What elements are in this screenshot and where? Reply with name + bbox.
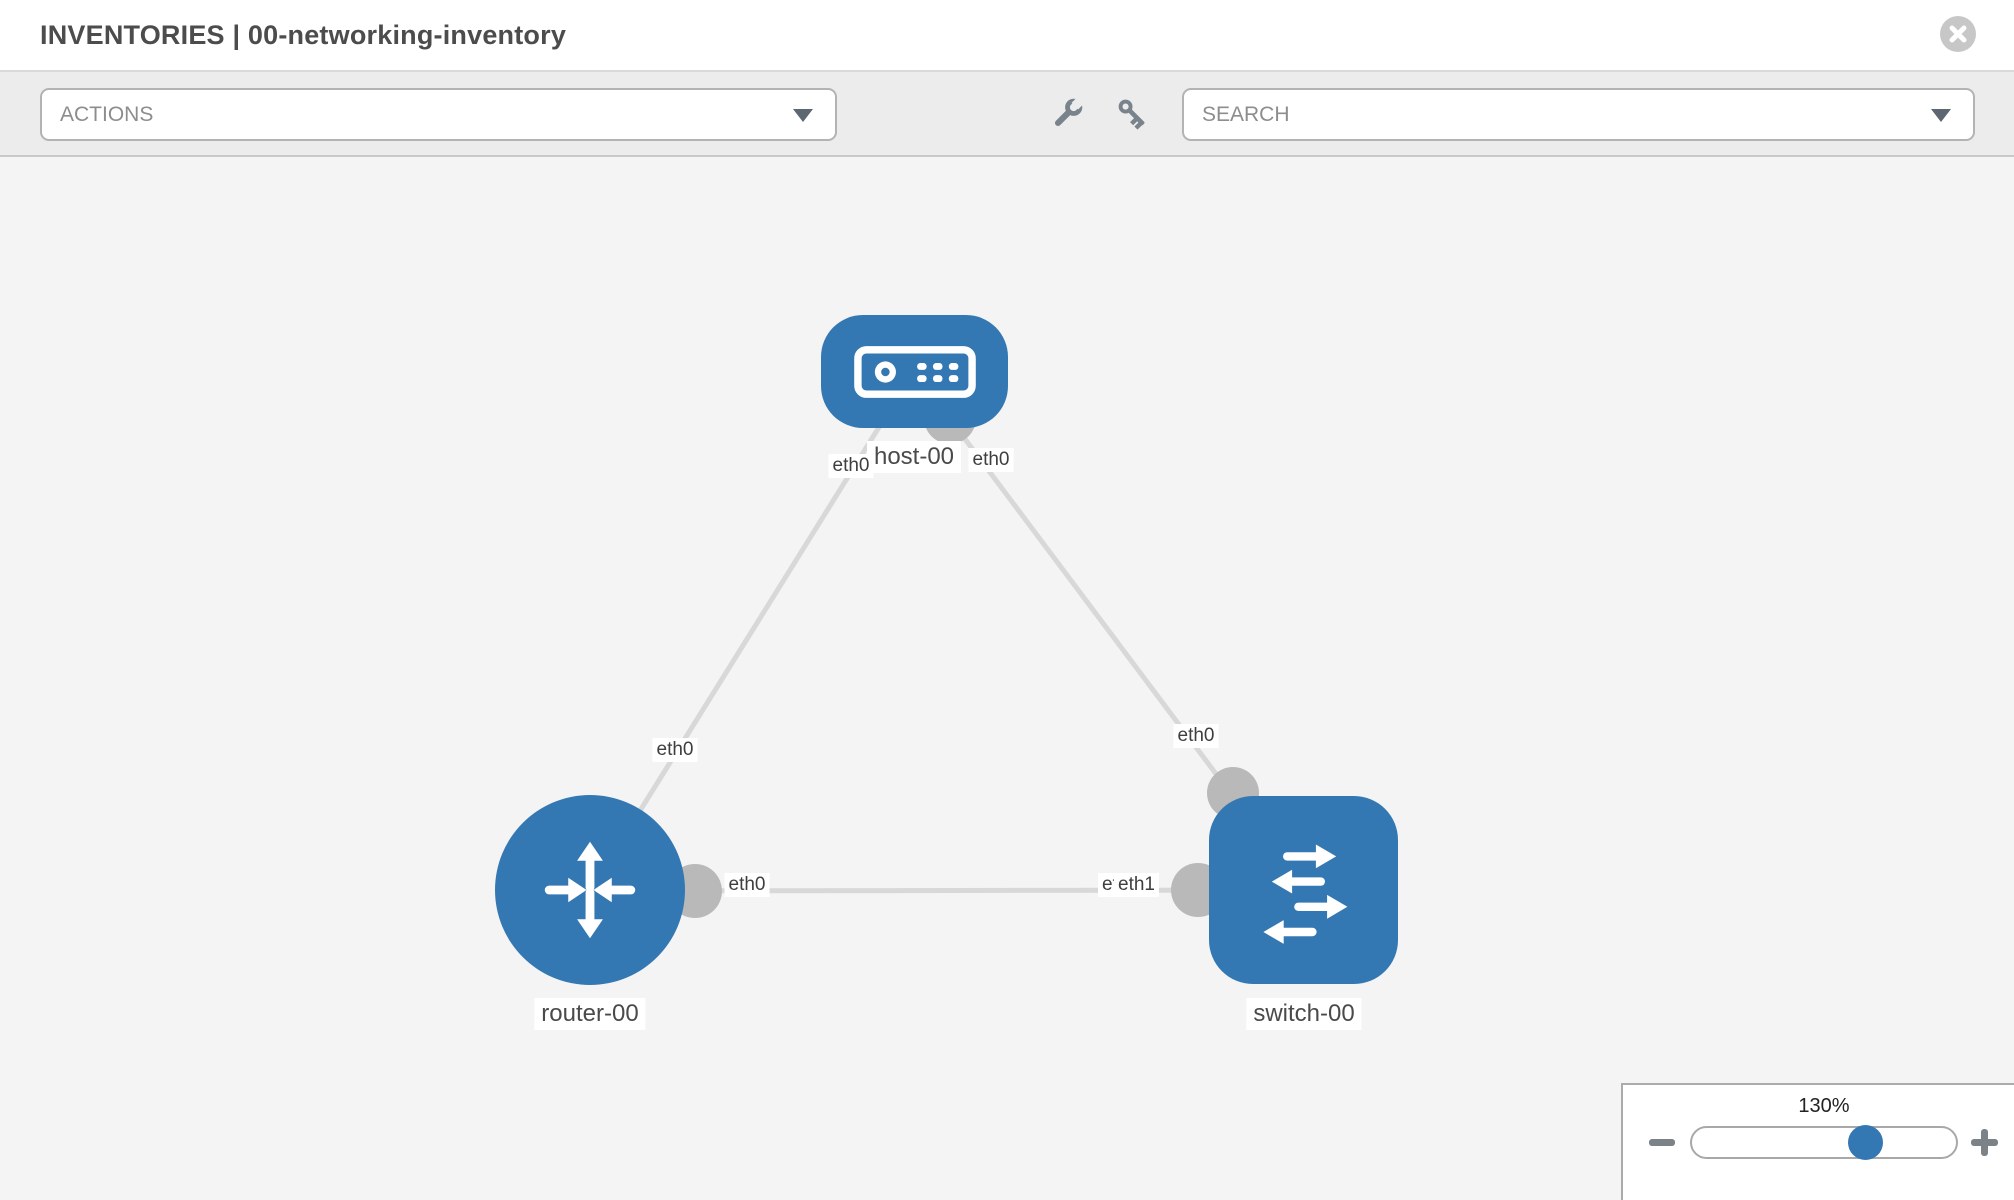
chevron-down-icon: [1931, 109, 1951, 122]
node-host-00[interactable]: [821, 315, 1008, 428]
node-switch-00[interactable]: [1209, 796, 1398, 984]
plus-icon: [1981, 1129, 1988, 1156]
key-icon: [1118, 99, 1145, 130]
zoom-panel: 130%: [1621, 1083, 2014, 1200]
iface-label-switch-eth1: eth1: [1114, 873, 1159, 897]
page-header: INVENTORIES | 00-networking-inventory: [0, 0, 2014, 72]
actions-dropdown[interactable]: ACTIONS: [40, 88, 837, 141]
close-button[interactable]: [1940, 16, 1976, 52]
router-icon: [544, 841, 636, 939]
zoom-slider[interactable]: [1690, 1125, 1958, 1160]
close-icon: [1949, 25, 1967, 43]
zoom-in-button[interactable]: [1971, 1129, 1998, 1156]
node-label-switch: switch-00: [1246, 998, 1362, 1030]
iface-label-switch-eth0: eth0: [1173, 724, 1219, 748]
node-label-host: host-00: [866, 441, 962, 473]
zoom-out-button[interactable]: [1649, 1139, 1675, 1146]
topology-canvas[interactable]: host-00 router-00 switch-00 eth0 eth0 et…: [0, 157, 2014, 1200]
iface-label-router-eth0-top: eth0: [652, 738, 698, 762]
toolbar: ACTIONS: [0, 72, 2014, 157]
search-dropdown-label: SEARCH: [1202, 103, 1290, 126]
chevron-down-icon: [793, 109, 813, 122]
iface-label-host-eth0-left: eth0: [828, 454, 874, 478]
topology-links-layer: [587, 369, 1306, 918]
switch-icon: [1262, 844, 1347, 944]
node-router-00[interactable]: [495, 795, 685, 985]
iface-label-host-eth0-right: eth0: [968, 448, 1014, 472]
host-icon: [853, 345, 976, 398]
zoom-percent: 130%: [1798, 1095, 1850, 1117]
search-dropdown[interactable]: SEARCH: [1182, 88, 1975, 141]
node-label-router: router-00: [534, 998, 646, 1030]
zoom-slider-thumb[interactable]: [1848, 1125, 1883, 1160]
page-title: INVENTORIES | 00-networking-inventory: [40, 20, 567, 50]
iface-label-router-eth0-right: eth0: [724, 873, 770, 897]
wrench-icon: [1054, 96, 1085, 127]
wrench-button[interactable]: [1046, 93, 1088, 135]
key-button[interactable]: [1112, 93, 1154, 135]
actions-dropdown-label: ACTIONS: [60, 103, 154, 126]
